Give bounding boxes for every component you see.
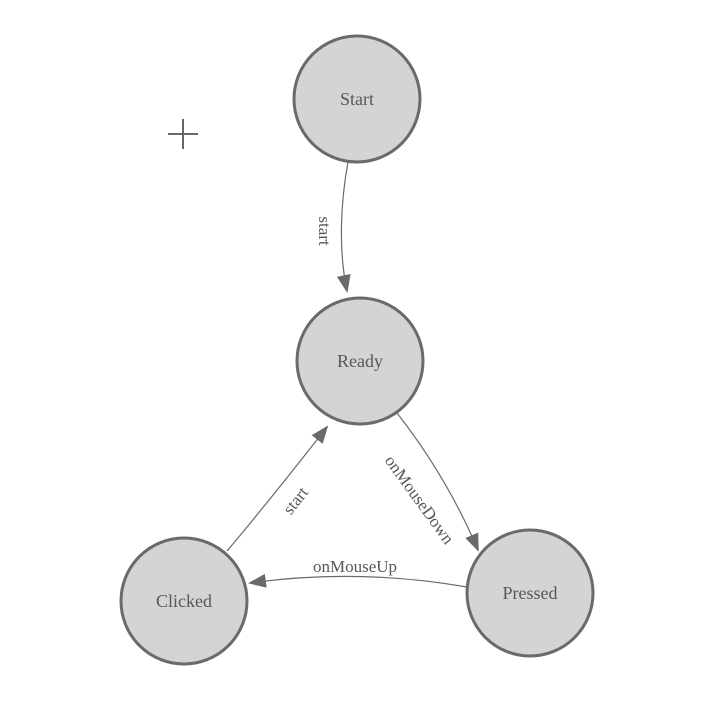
state-circle[interactable]: [119, 536, 249, 666]
state-node-ready[interactable]: Ready: [295, 296, 425, 426]
edge-label: onMouseUp: [313, 557, 397, 576]
state-circle[interactable]: [465, 528, 595, 658]
edge-label: start: [279, 483, 312, 518]
state-circle[interactable]: [295, 296, 425, 426]
state-label: Clicked: [156, 591, 212, 611]
state-circle[interactable]: [292, 34, 422, 164]
edge-ready-to-pressed[interactable]: onMouseDown: [381, 412, 479, 552]
edge-line[interactable]: [226, 425, 329, 552]
state-node-pressed[interactable]: Pressed: [465, 528, 595, 658]
edge-line[interactable]: [248, 573, 468, 588]
state-node-start[interactable]: Start: [292, 34, 422, 164]
edge-label: start: [315, 216, 334, 246]
state-node-clicked[interactable]: Clicked: [119, 536, 249, 666]
edge-start-to-ready[interactable]: start: [315, 161, 351, 293]
state-label: Pressed: [503, 583, 558, 603]
state-label: Ready: [337, 351, 383, 371]
edge-line[interactable]: [396, 412, 479, 552]
state-label: Start: [340, 89, 374, 109]
crosshair-icon: [168, 119, 198, 149]
edge-line[interactable]: [336, 161, 351, 293]
edge-pressed-to-clicked[interactable]: onMouseUp: [248, 557, 468, 588]
edge-clicked-to-ready[interactable]: start: [226, 425, 329, 552]
edge-label: onMouseDown: [381, 452, 458, 548]
